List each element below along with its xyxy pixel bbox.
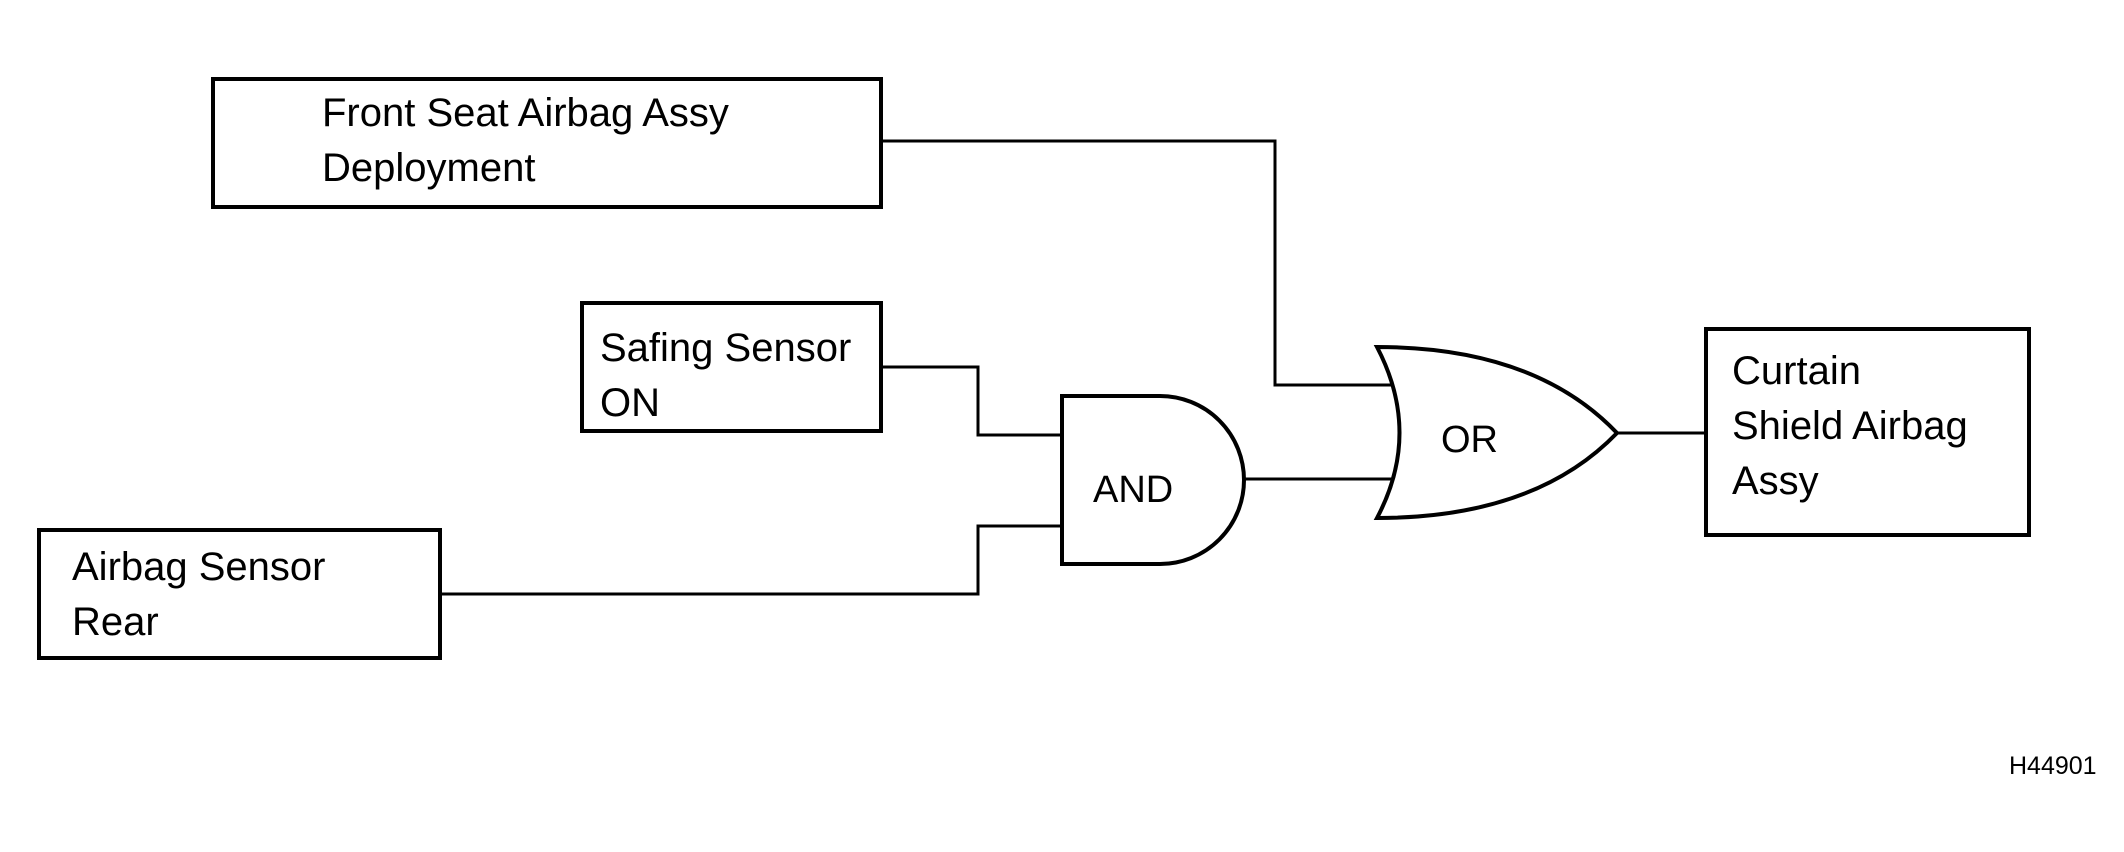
wire-rear-to-and — [442, 524, 1062, 596]
airbag-sensor-rear-label-line-1: Airbag Sensor — [72, 545, 326, 589]
front-seat-airbag-label-line-1: Front Seat Airbag Assy — [322, 91, 729, 135]
figure-code: H44901 — [2009, 752, 2097, 780]
wire-safing-to-and — [883, 365, 1062, 437]
safing-sensor-block — [580, 301, 883, 433]
or-gate-shape — [1373, 344, 1620, 521]
curtain-shield-airbag-block — [1704, 327, 2031, 537]
curtain-shield-label-line-2: Shield Airbag — [1732, 404, 1968, 448]
safing-sensor-label-line-1: Safing Sensor — [600, 326, 852, 370]
front-seat-airbag-block — [211, 77, 883, 209]
curtain-shield-label-line-1: Curtain — [1732, 349, 1861, 393]
safing-sensor-label-line-2: ON — [600, 381, 660, 425]
airbag-sensor-rear-block — [37, 528, 442, 660]
airbag-sensor-rear-label-line-2: Rear — [72, 600, 159, 644]
and-gate-label: AND — [1093, 469, 1174, 511]
wire-front-seat-to-or — [883, 139, 1393, 387]
front-seat-airbag-label-line-2: Deployment — [322, 146, 536, 190]
and-gate-shape — [1060, 394, 1246, 566]
curtain-shield-label-line-3: Assy — [1732, 459, 1819, 503]
or-gate-label: OR — [1441, 419, 1498, 461]
